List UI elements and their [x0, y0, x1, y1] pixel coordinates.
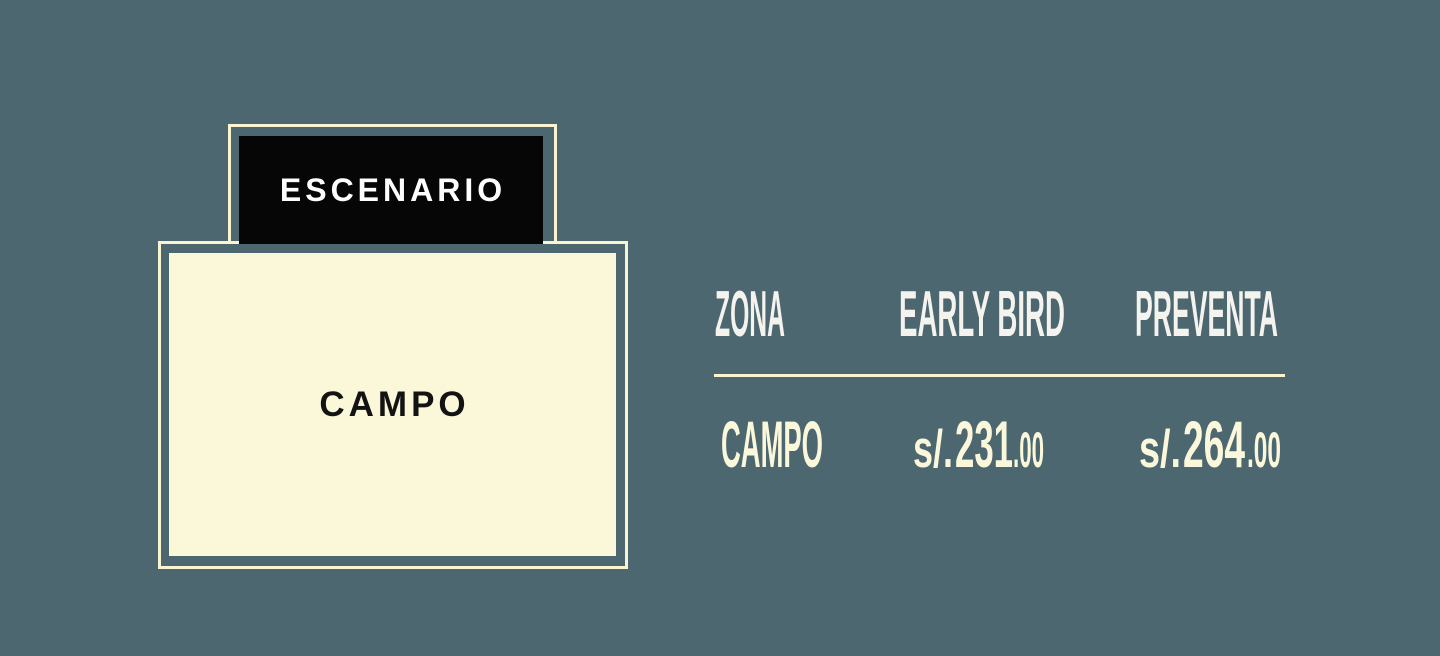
early-bird-currency-prefix: s/.	[913, 420, 953, 479]
header-early-bird: EARLY BIRD	[899, 277, 1065, 350]
stage-outline	[228, 124, 557, 244]
stage-box: ESCENARIO	[239, 136, 543, 244]
row-zone-label: CAMPO	[721, 407, 823, 481]
table-divider-line	[714, 374, 1285, 377]
header-preventa: PREVENTA	[1135, 277, 1278, 350]
stage-label: ESCENARIO	[279, 171, 507, 208]
zone-campo-label: CAMPO	[319, 384, 470, 424]
preventa-cents: .00	[1247, 422, 1281, 478]
header-zona: ZONA	[715, 277, 785, 350]
early-bird-cents: .00	[1013, 422, 1044, 478]
zone-campo-area: CAMPO	[169, 253, 616, 556]
preventa-amount: 264	[1183, 407, 1245, 481]
pricing-table-row-campo: CAMPO s/. 231 .00 s/. 264 .00	[721, 407, 1281, 481]
pricing-table-header: ZONA EARLY BIRD PREVENTA	[715, 277, 1278, 350]
early-bird-amount: 231	[955, 407, 1013, 481]
preventa-currency-prefix: s/.	[1139, 420, 1181, 479]
